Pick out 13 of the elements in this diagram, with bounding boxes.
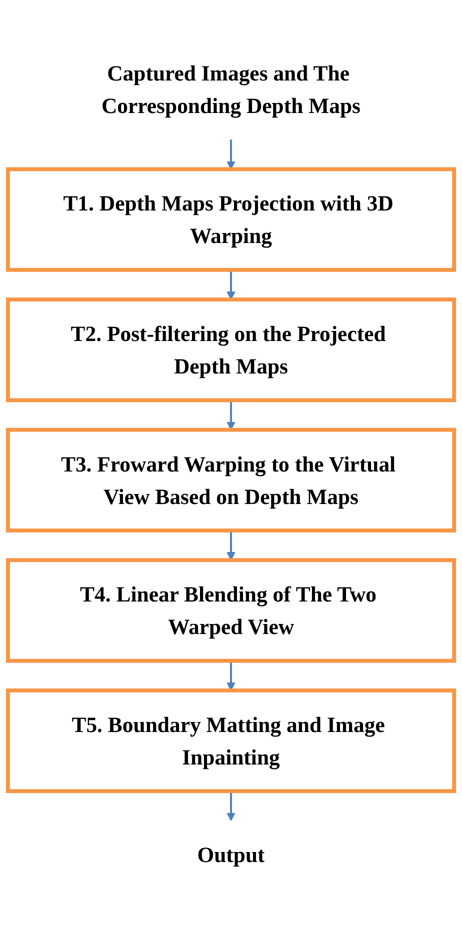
arrow — [226, 530, 236, 560]
node-box: T2. Post-filtering on the Projected Depth Maps — [6, 297, 456, 402]
arrow — [226, 400, 236, 430]
arrow — [226, 660, 236, 690]
arrow — [226, 139, 236, 170]
arrow — [226, 270, 236, 300]
node-box: T5. Boundary Matting and Image Inpainting — [6, 688, 456, 793]
node-box: T3. Froward Warping to the Virtual View Based on Depth Maps — [6, 427, 456, 532]
node-box: T1. Depth Maps Projection with 3D Warping — [6, 166, 456, 272]
node-text: Captured Images and The Corresponding Depth Maps — [101, 60, 361, 118]
node-box: T4. Linear Blending of The Two Warped View — [6, 558, 456, 662]
node-text: Output — [197, 842, 265, 867]
arrow — [226, 790, 236, 821]
